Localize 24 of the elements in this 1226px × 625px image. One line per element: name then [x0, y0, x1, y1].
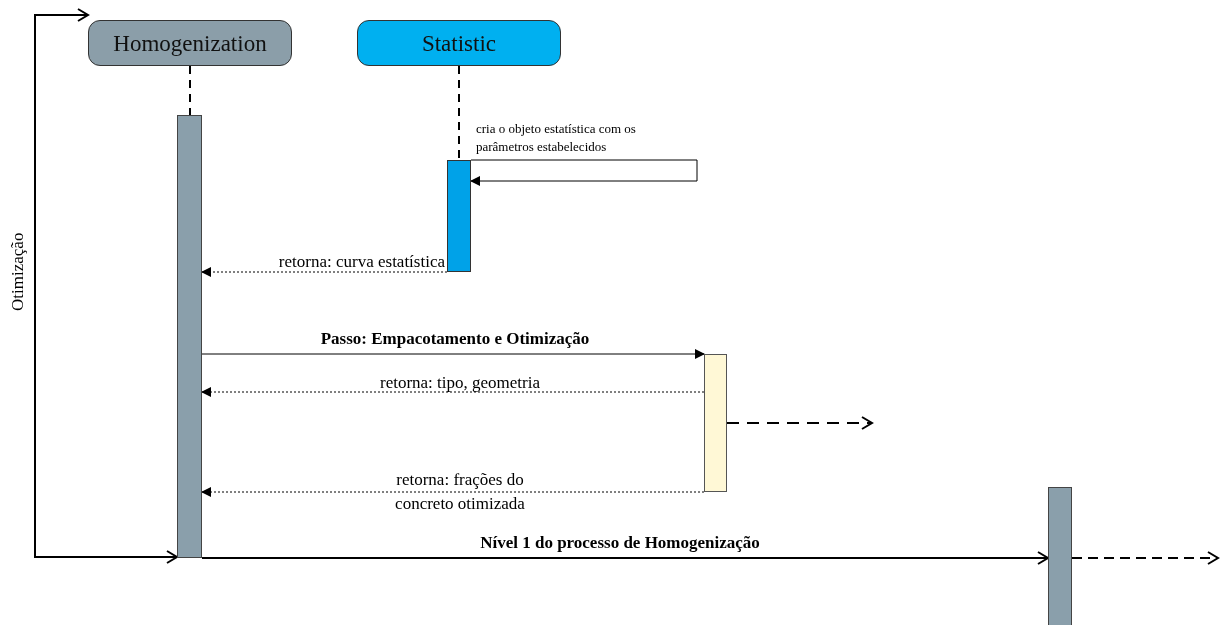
edge-label: retorna: curva estatística — [277, 251, 445, 273]
message-arrow — [201, 267, 448, 277]
self-message-arrow — [470, 159, 698, 186]
edge-label: cria o objeto estatística com os parâmetros estabelecidos — [476, 120, 637, 156]
lifeline — [189, 65, 191, 116]
lifeline-header: Statistic — [357, 20, 561, 66]
message-arrow — [201, 551, 1049, 565]
activation-bar — [1048, 487, 1072, 625]
message-arrow — [34, 8, 178, 564]
lifeline — [458, 65, 460, 161]
message-arrow — [201, 387, 705, 397]
edge-label: Otimização — [7, 231, 29, 313]
activation-bar — [704, 354, 727, 492]
edge-label: Passo: Empacotamento e Otimização — [319, 328, 591, 350]
edge-label: retorna: tipo, geometria — [379, 372, 541, 394]
message-arrow — [201, 487, 705, 497]
activation-bar — [447, 160, 471, 272]
message-arrow — [1071, 551, 1219, 565]
activation-bar — [177, 115, 202, 558]
edge-label: Nível 1 do processo de Homogenização — [479, 532, 761, 554]
message-arrow — [201, 349, 705, 359]
lifeline-header: Homogenization — [88, 20, 292, 66]
edge-label: retorna: frações do concreto otimizada — [394, 469, 526, 515]
message-arrow — [726, 416, 873, 430]
